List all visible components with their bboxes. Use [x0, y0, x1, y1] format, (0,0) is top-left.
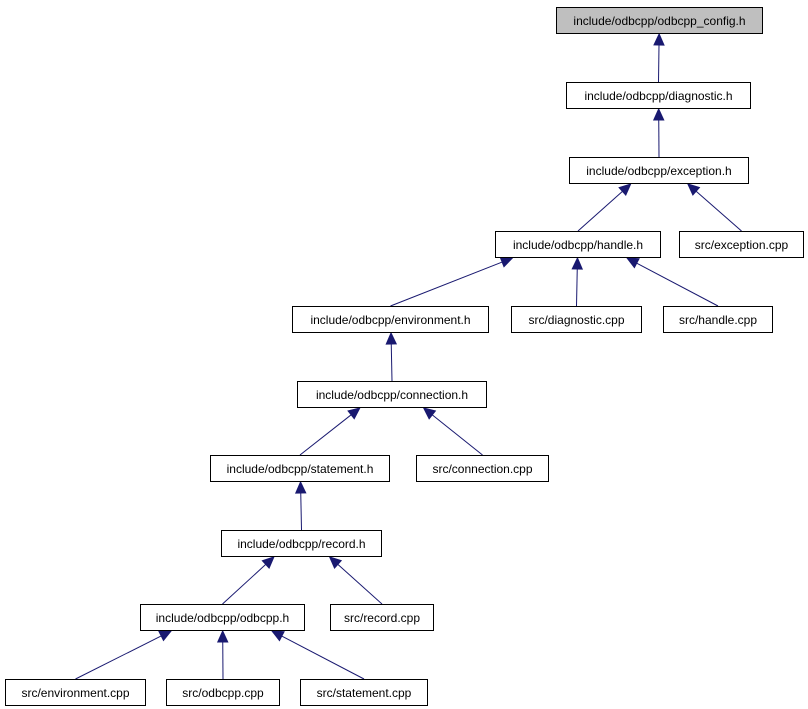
arrowhead-odbcpp-to-record [261, 556, 275, 570]
node-diagnostic-h[interactable]: include/odbcpp/diagnostic.h [566, 82, 751, 109]
edge-diagnostic-to-config [658, 44, 660, 83]
node-connection-cpp[interactable]: src/connection.cpp [416, 455, 549, 482]
edge-statement_cpp-to-odbcpp [281, 635, 365, 680]
arrowhead-handle_cpp-to-handle [625, 257, 640, 269]
edge-statement-to-connection [299, 414, 352, 456]
node-connection-h[interactable]: include/odbcpp/connection.h [297, 381, 487, 408]
arrowhead-environment-to-handle [499, 256, 514, 268]
node-odbcpp-cpp[interactable]: src/odbcpp.cpp [166, 679, 280, 706]
edge-environment-to-handle [390, 261, 503, 307]
edge-record-to-statement [300, 492, 302, 531]
node-statement-cpp[interactable]: src/statement.cpp [300, 679, 428, 706]
edge-record_cpp-to-record [337, 563, 383, 605]
node-statement-h[interactable]: include/odbcpp/statement.h [210, 455, 390, 482]
arrowhead-record-to-statement [294, 480, 307, 494]
edge-environment_cpp-to-odbcpp [75, 635, 162, 680]
node-exception-cpp[interactable]: src/exception.cpp [679, 231, 804, 258]
node-record-cpp[interactable]: src/record.cpp [330, 604, 434, 631]
edge-odbcpp-to-record [222, 564, 267, 605]
edge-connection-to-environment [390, 343, 393, 382]
arrowhead-exception-to-diagnostic [652, 107, 665, 121]
edge-handle-to-exception [577, 190, 623, 232]
arrowhead-connection-to-environment [385, 331, 398, 345]
edge-exception_cpp-to-exception [695, 190, 742, 232]
node-diagnostic-cpp[interactable]: src/diagnostic.cpp [511, 306, 642, 333]
node-exception-h[interactable]: include/odbcpp/exception.h [569, 157, 749, 184]
arrowhead-statement_cpp-to-odbcpp [270, 630, 285, 642]
node-handle-h[interactable]: include/odbcpp/handle.h [495, 231, 661, 258]
arrowhead-connection_cpp-to-connection [422, 407, 437, 420]
edge-handle_cpp-to-handle [636, 262, 719, 307]
node-odbcpp-config-h: include/odbcpp/odbcpp_config.h [556, 7, 763, 34]
arrowhead-statement-to-connection [347, 407, 361, 420]
edge-connection_cpp-to-connection [431, 414, 483, 456]
arrowhead-odbcpp_cpp-to-odbcpp [216, 629, 229, 643]
node-environment-h[interactable]: include/odbcpp/environment.h [292, 306, 489, 333]
arrowhead-record_cpp-to-record [328, 556, 343, 569]
node-odbcpp-h[interactable]: include/odbcpp/odbcpp.h [140, 604, 305, 631]
node-handle-cpp[interactable]: src/handle.cpp [663, 306, 773, 333]
arrowhead-exception_cpp-to-exception [686, 183, 701, 196]
arrowhead-diagnostic_cpp-to-handle [571, 256, 584, 270]
arrowhead-diagnostic-to-config [653, 32, 665, 46]
node-environment-cpp[interactable]: src/environment.cpp [5, 679, 146, 706]
node-record-h[interactable]: include/odbcpp/record.h [221, 530, 382, 557]
arrowhead-environment_cpp-to-odbcpp [158, 630, 173, 642]
arrowhead-handle-to-exception [618, 183, 632, 196]
edge-diagnostic_cpp-to-handle [576, 268, 578, 307]
